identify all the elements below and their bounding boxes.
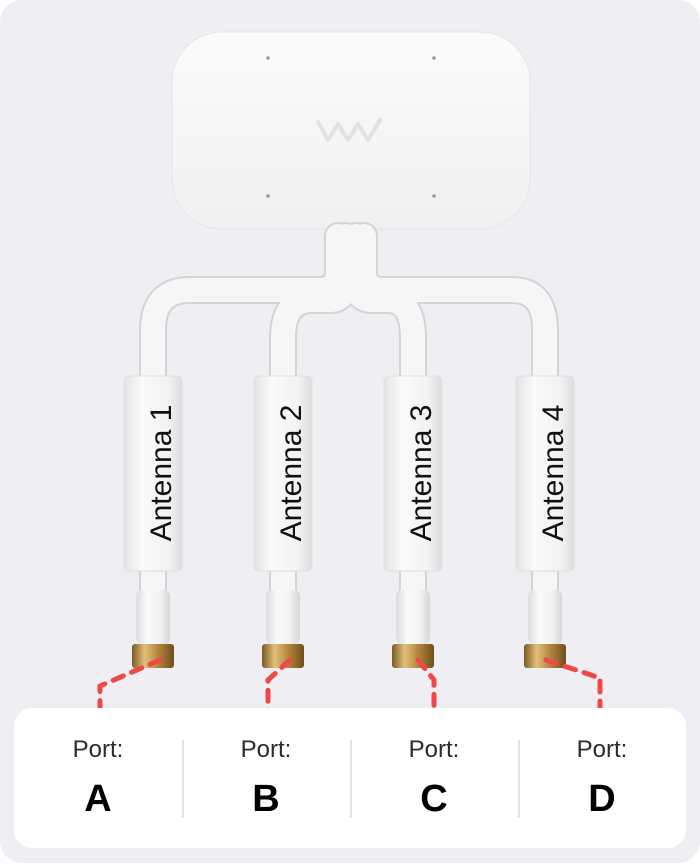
sma-connector	[262, 644, 304, 668]
link-antenna-3-port-c	[415, 657, 437, 727]
antenna-2: Antenna 2	[253, 375, 313, 668]
port-label: Port:	[72, 736, 124, 763]
port-a: Port: A	[14, 708, 182, 848]
port-b: Port: B	[182, 708, 350, 848]
router-device	[171, 31, 531, 239]
port-letter: C	[420, 778, 448, 820]
port-letter: D	[588, 778, 616, 820]
port-letter: B	[252, 778, 280, 820]
antenna-label: Antenna 2	[275, 405, 308, 542]
screw-hole-icon	[266, 194, 270, 198]
port-letter: A	[84, 778, 112, 820]
port-label: Port:	[408, 736, 460, 763]
screw-hole-icon	[432, 194, 436, 198]
port-c: Port: C	[350, 708, 518, 848]
screw-hole-icon	[266, 56, 270, 60]
antenna-label: Antenna 3	[405, 405, 438, 542]
sma-connector	[132, 644, 174, 668]
antenna-1: Antenna 1	[123, 375, 183, 668]
screw-hole-icon	[432, 56, 436, 60]
antenna-label: Antenna 1	[145, 405, 178, 542]
port-label: Port:	[240, 736, 292, 763]
sma-connector	[524, 644, 566, 668]
cables	[139, 222, 559, 634]
antenna-label: Antenna 4	[537, 405, 570, 542]
sma-connector	[392, 644, 434, 668]
port-d: Port: D	[518, 708, 686, 848]
port-panel: Port: A Port: B Port: C Port: D	[14, 708, 686, 848]
antenna-3: Antenna 3	[383, 375, 443, 668]
wave-logo-icon	[316, 118, 382, 142]
port-label: Port:	[576, 736, 628, 763]
antenna-4: Antenna 4	[515, 375, 575, 668]
